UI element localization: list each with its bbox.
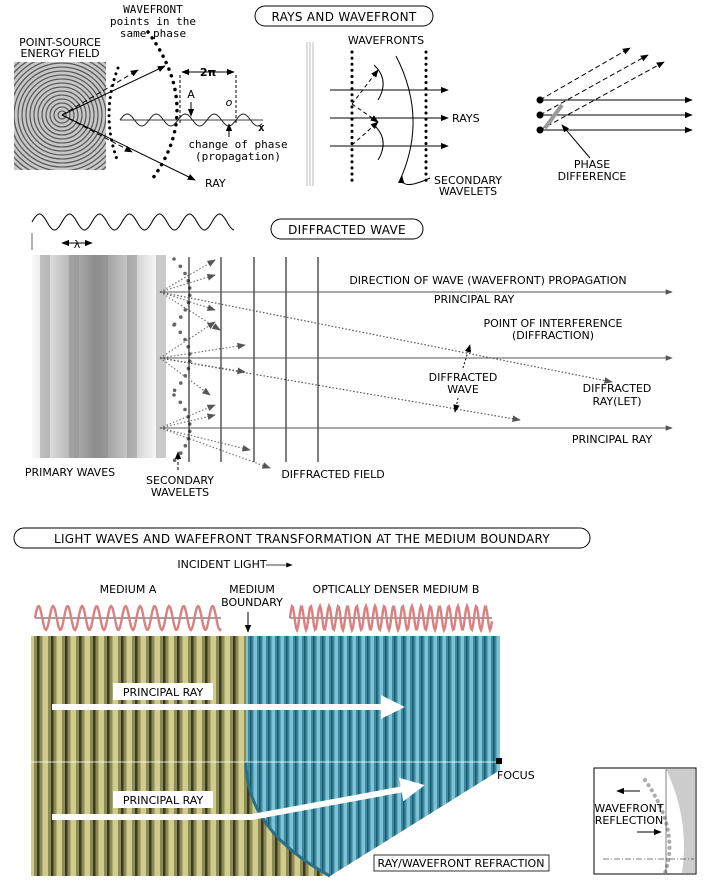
medium-a-wave [33,604,222,632]
source-dot-1 [536,96,544,104]
wavefront-label-2: points in the [110,15,196,28]
diffracted-wave-ptr-up [462,344,471,369]
diffracted-wave-ptr-down [453,397,460,413]
medium-b-label: OPTICALLY DENSER MEDIUM B [313,583,480,596]
ray-down-dashed [61,114,133,153]
focus-label: FOCUS [497,769,535,782]
principal-ray-top-label: PRINCIPAL RAY [434,293,515,306]
principal-ray-1-box [113,683,213,700]
phase-change-1: change of phase [188,138,287,151]
sec2-1: SECONDARY [146,474,214,487]
reflection-label-2: REFLECTION [595,814,664,827]
refraction-box [373,854,550,872]
wavefront-label-1: WAVEFRONT [123,3,183,16]
point-a: A [187,88,195,101]
oblique-ray-1 [539,47,631,101]
wavelet-ray-1 [351,69,379,105]
refraction-label: RAY/WAVEFRONT REFRACTION [378,857,545,870]
wavefronts-label: WAVEFRONTS [348,34,424,47]
phase-diff-2: DIFFERENCE [558,170,627,183]
boundary-label-1: MEDIUM [229,583,275,596]
section-medium-boundary: LIGHT WAVES AND WAFEFRONT TRANSFORMATION… [13,527,697,878]
diffracted-wave-1: DIFFRACTED [429,371,498,384]
reflection-medium [666,769,695,873]
point-o: o [226,96,233,109]
section1-title: RAYS AND WAVEFRONT [272,10,417,24]
wavelet-ray-2 [351,103,379,123]
diffracted-ray-1: DIFFRACTED [583,382,652,395]
phase-diff-bar [543,103,564,130]
medium-a-field [31,636,246,876]
wavelet-envelope [395,55,414,181]
phase-change-2: (propagation) [195,150,281,163]
diffracted-ray-2-label: RAY(LET) [593,395,642,408]
source-dot-3 [536,126,544,134]
incident-light-label: INCIDENT LIGHT [177,558,266,571]
sec-wavelets-2: WAVELETS [439,185,497,198]
phase-diff-1: PHASE [574,158,610,171]
section-diffracted-wave: DIFFRACTED WAVE λ PRIMARY WAVES SECONDAR… [25,213,673,499]
direction-label: DIRECTION OF WAVE (WAVEFRONT) PROPAGATIO… [349,274,626,287]
principal-ray-2-box [113,791,213,808]
ray-up-dashed [61,69,139,116]
rays-label: RAYS [452,112,480,125]
principal-ray-2-arrow [52,777,425,820]
reflection-label-1: WAVEFRONT [594,802,663,815]
lambda-label: λ [74,238,81,251]
oblique-ray-3 [539,61,665,131]
interference-1: POINT OF INTERFERENCE [484,317,623,330]
wavefront-label-3: same phase [120,27,186,40]
diffracted-field-label: DIFFRACTED FIELD [281,468,384,481]
phase-wave [119,113,263,127]
section3-title: LIGHT WAVES AND WAFEFRONT TRANSFORMATION… [54,532,550,546]
wavefront-arc [146,30,179,184]
medium-b-field [246,636,500,762]
secondary-pointer [397,175,431,185]
interference-2: (DIFFRACTION) [512,329,594,342]
section2-title: DIFFRACTED WAVE [288,223,406,237]
sec2-2: WAVELETS [151,486,209,499]
principal-ray-1-label: PRINCIPAL RAY [123,686,204,699]
primary-stripes [40,255,166,458]
ray-up [61,65,166,116]
source-label-2: ENERGY FIELD [20,47,99,60]
reflection-wavefront [643,778,672,875]
sec-wavelets-1: SECONDARY [434,174,502,187]
section-rays-wavefront: RAYS AND WAVEFRONT POINT-SOURCE ENERGY F… [0,3,693,198]
divider-bars [306,42,314,186]
two-pi-label: 2π [200,66,217,79]
wavelet-arc-1 [373,64,384,101]
source-dot-2 [536,111,544,119]
boundary-label-2: BOUNDARY [221,596,283,609]
medium-b-wave [288,602,494,634]
focus-point [496,758,502,764]
diffracted-ray-2 [159,357,521,423]
energy-rings [0,47,130,183]
wavelet-arc-2 [373,124,384,161]
x-axis-label: x [258,121,265,134]
primary-waves-field [32,255,158,458]
incoming-wave [31,213,235,231]
source-label-1: POINT-SOURCE [19,36,101,49]
diffracted-wave-2: WAVE [447,383,479,396]
wavelet-ray-3 [351,121,379,146]
refracted-field [246,762,500,876]
inner-wavefront [107,66,120,164]
primary-waves-label: PRIMARY WAVES [25,466,115,479]
ray-label: RAY [205,177,226,190]
oblique-ray-2 [539,54,649,116]
medium-a-label: MEDIUM A [100,583,157,596]
principal-ray-bottom-label: PRINCIPAL RAY [572,433,653,446]
phase-diff-pointer [561,124,591,159]
refraction-boundary [244,761,331,878]
principal-ray-2-label: PRINCIPAL RAY [123,794,204,807]
